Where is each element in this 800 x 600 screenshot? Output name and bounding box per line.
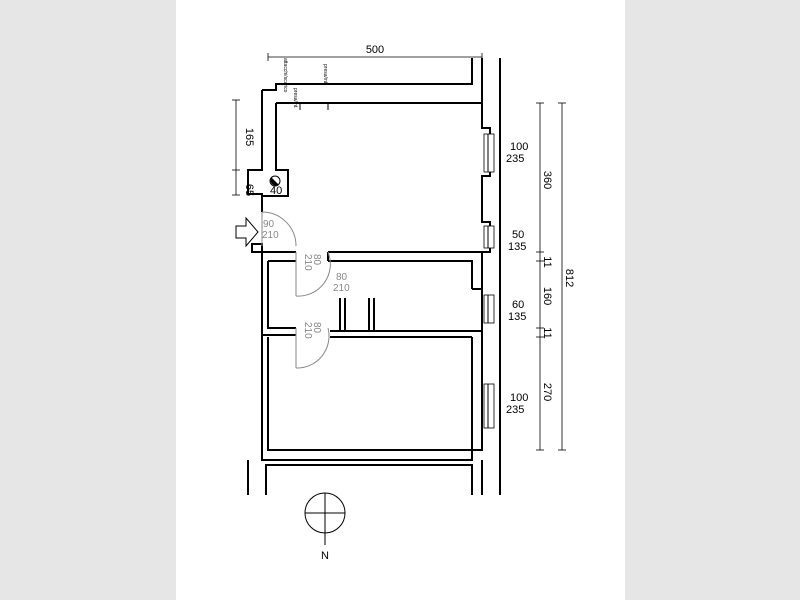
entry-door-swing [261,211,297,247]
dim-gap1: 11 [541,256,553,267]
note-presa-1: presa/int. [292,88,298,109]
window-1-width: 100 [510,141,528,153]
top-wall-inner [276,58,483,104]
door-2-swing [295,251,331,297]
dim-room3: 270 [541,383,553,401]
door-3-height: 210 [333,283,350,294]
note-attacchi: attacchi/scarico [282,58,288,93]
door-4-height: 210 [302,322,313,339]
window-1 [483,133,495,173]
window-3-height: 135 [508,311,526,323]
window-4-height: 235 [506,404,524,416]
drawing-sheet [176,0,625,600]
room3-inner [267,332,483,451]
window-4 [483,383,495,429]
door-3-width: 80 [336,272,348,283]
dimension-lines [232,53,566,451]
dim-total: 812 [563,269,575,287]
compass-label: N [321,550,329,562]
window-2-height: 135 [508,241,526,253]
entry-arrow-icon [235,216,259,248]
door-2-width: 80 [311,254,322,266]
bath-partition-2 [368,298,375,331]
bottom-wall [265,464,473,495]
top-wall-outer [262,58,473,91]
dim-gap2: 11 [541,327,553,338]
room3-outer [261,335,473,461]
right-wall-room1 [481,103,491,260]
bath-partition-1 [339,298,346,331]
door-2-height: 210 [302,254,313,271]
bath-right-wall [472,288,483,332]
window-1-height: 235 [506,153,524,165]
socket-ticks [299,103,329,110]
door-4-width: 80 [311,322,322,334]
window-3 [483,294,495,324]
bath-top-wall [328,260,473,289]
dim-entry-lower: 65 [243,184,255,196]
windows [483,133,495,429]
entry-lower-wall [261,244,296,253]
note-presa-2: presa/int. [322,64,328,85]
entry-door-height: 210 [262,230,279,241]
window-3-width: 60 [512,299,524,311]
doors [261,211,331,369]
left-inner-upper [262,103,289,197]
riser-size: 40 [270,185,282,197]
north-compass-icon [304,492,346,545]
entry-jamb [251,243,263,253]
window-4-width: 100 [510,392,528,404]
corridor-inner [267,261,296,329]
dim-room2: 160 [541,287,553,305]
window-2-width: 50 [512,229,524,241]
door-3-swing [295,327,330,369]
riser-icon [269,175,281,187]
window-2 [483,225,495,249]
dim-room1: 360 [541,171,553,189]
dim-entry-upper: 165 [243,128,255,146]
entry-door-width: 90 [263,219,275,230]
dim-top-width: 500 [366,44,384,56]
walls [247,58,501,495]
